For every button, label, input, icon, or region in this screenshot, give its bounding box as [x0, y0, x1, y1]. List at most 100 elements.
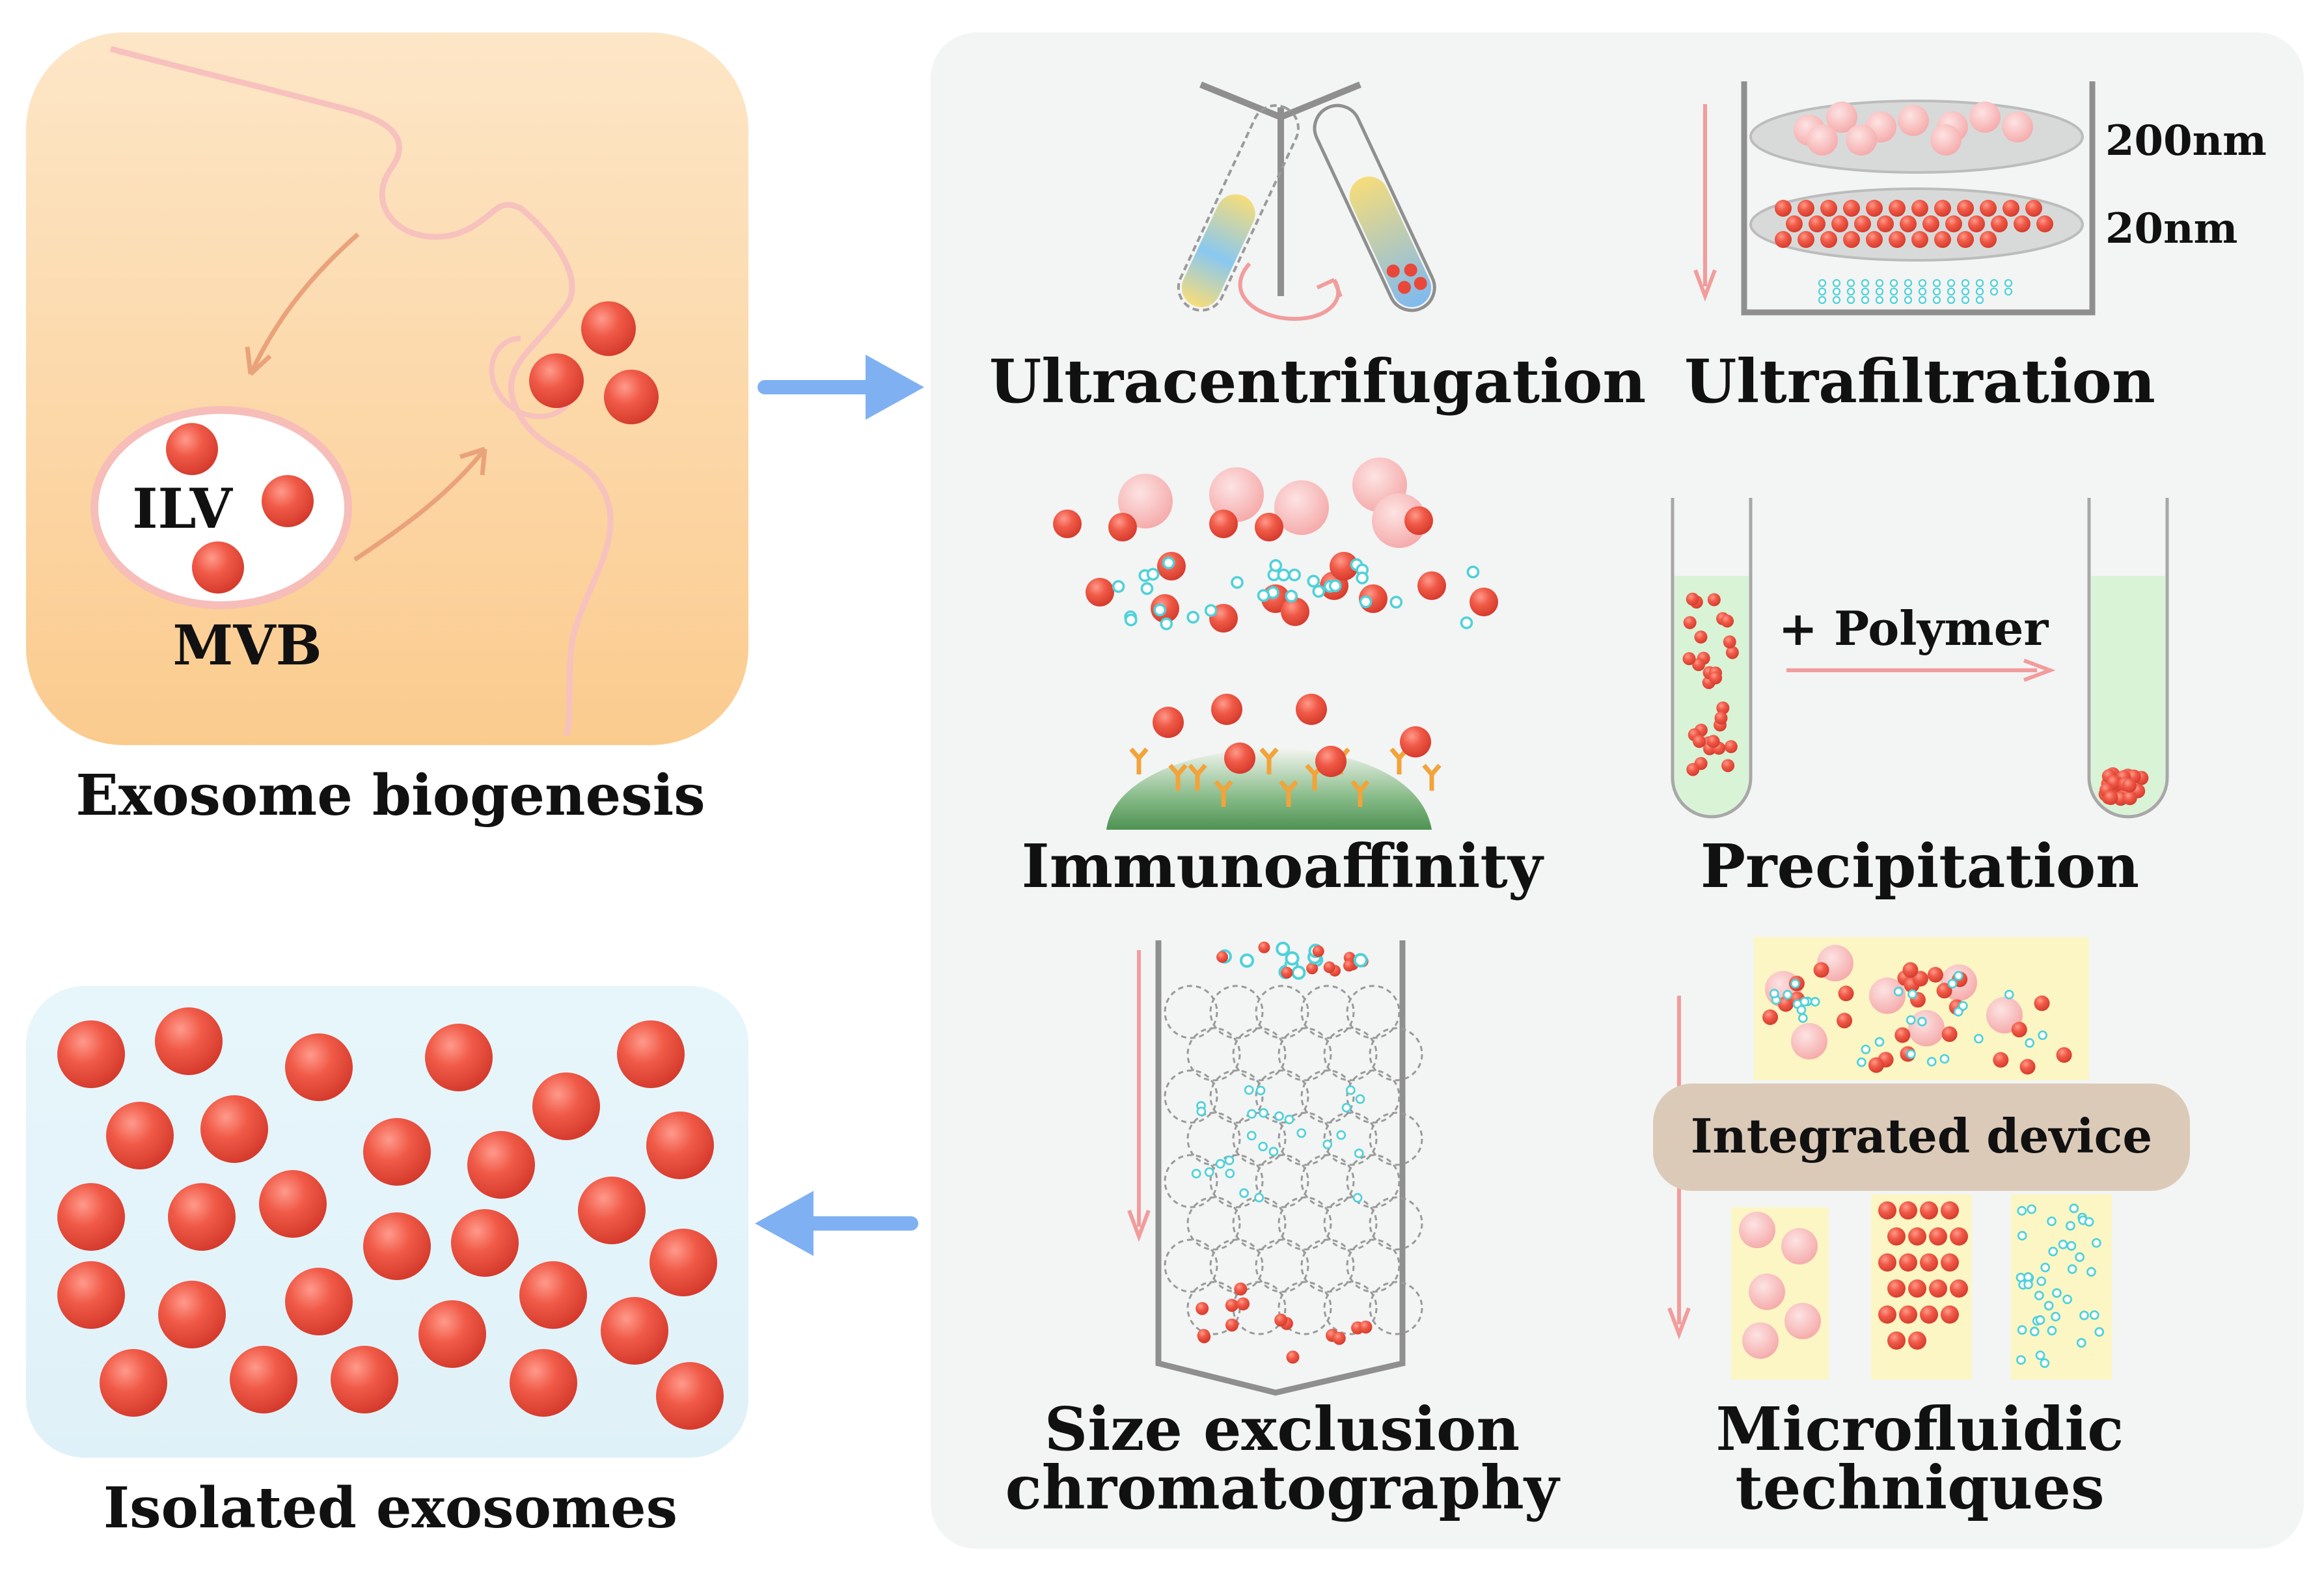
captured-exosome	[1315, 746, 1347, 777]
porous-bead	[1278, 1281, 1332, 1335]
small-particle	[1460, 616, 1473, 629]
small-particle	[2075, 1252, 2085, 1262]
small-particle	[2047, 1216, 2057, 1227]
exosome	[1950, 1227, 1968, 1246]
small-particle	[1953, 1007, 1963, 1017]
small-particle	[1973, 1033, 1984, 1044]
small-particle	[2079, 1310, 2089, 1320]
large-vesicle	[1898, 105, 1929, 136]
captured-exosome	[1153, 707, 1184, 738]
small-particle	[1215, 1159, 1225, 1169]
isolated-exosome	[418, 1300, 486, 1368]
ultracentrifugation-label: Ultracentrifugation	[989, 346, 1647, 416]
small-particle	[2044, 1300, 2054, 1311]
porous-bead	[1346, 1069, 1401, 1124]
small-particle	[1875, 295, 1884, 305]
small-particle	[1904, 279, 1913, 288]
exosome	[1929, 1227, 1947, 1246]
sample-particle	[1285, 951, 1300, 966]
exosome	[1866, 200, 1883, 217]
small-particle	[1953, 971, 1963, 981]
porous-bead	[1278, 1027, 1332, 1082]
exosome	[2034, 995, 2050, 1011]
exosome	[1686, 763, 1700, 776]
exosome	[1820, 200, 1837, 217]
exosome	[1831, 215, 1848, 232]
small-particle	[1989, 287, 1999, 296]
small-particle	[1975, 287, 1984, 296]
exosome	[1920, 1305, 1938, 1324]
antibody	[1214, 780, 1233, 807]
small-particle	[1918, 295, 1927, 305]
porous-bead	[1164, 985, 1218, 1039]
exosome	[1108, 513, 1137, 541]
large-vesicle	[1807, 124, 1838, 156]
isolated-exosome	[363, 1118, 431, 1186]
eluted-exosome	[1359, 1320, 1373, 1334]
small-particle	[1975, 295, 1984, 305]
sample-particle	[1276, 941, 1291, 957]
large-vesicle	[1869, 977, 1906, 1014]
exosome	[1887, 1279, 1906, 1298]
small-particle	[2023, 1279, 2033, 1290]
large-vesicle	[1791, 1023, 1827, 1059]
exosome	[1721, 614, 1734, 628]
small-particle	[1146, 567, 1160, 581]
small-particle	[1186, 610, 1199, 624]
small-particle	[1857, 1057, 1866, 1067]
exosome	[1686, 592, 1699, 606]
mvb-outline	[90, 406, 352, 609]
porous-bead	[1369, 1112, 1423, 1166]
small-particle	[1231, 576, 1244, 589]
exosome	[1889, 231, 1906, 248]
isolated-exosome	[363, 1212, 431, 1280]
ilv-vesicle	[192, 541, 244, 593]
small-particle	[2017, 1325, 2027, 1335]
exosome	[1693, 735, 1706, 748]
small-particle	[1947, 279, 1956, 288]
porous-bead	[1369, 1027, 1423, 1082]
isolated-exosome	[155, 1007, 223, 1075]
small-particle	[2004, 279, 2013, 288]
small-particle	[1244, 1085, 1254, 1095]
released-exosome	[581, 301, 636, 356]
small-particle	[1875, 279, 1884, 288]
exosome	[1968, 215, 1985, 232]
exosome	[1941, 1305, 1959, 1324]
small-particle	[2004, 989, 2014, 1000]
exosome	[1908, 1279, 1926, 1298]
microfluidic-label-line2: techniques	[1735, 1453, 2105, 1523]
exosome	[1330, 552, 1358, 580]
porous-bead	[1369, 1281, 1423, 1335]
small-particle	[1258, 1141, 1268, 1152]
exosome	[1980, 200, 1997, 217]
antibody	[1422, 763, 1442, 791]
exosome	[2014, 215, 2030, 232]
sample-particle	[1343, 959, 1355, 972]
exosome	[1716, 701, 1730, 715]
exosome	[1899, 1201, 1917, 1220]
precipitation-label: Precipitation	[1700, 831, 2140, 901]
small-particle	[1160, 617, 1173, 631]
small-particle	[2040, 1358, 2050, 1369]
small-particle	[1861, 295, 1870, 305]
exosome	[1878, 1253, 1896, 1272]
exosome	[1798, 231, 1814, 248]
exosome	[1941, 1201, 1959, 1220]
small-particle	[1356, 571, 1369, 584]
exosome	[1683, 616, 1697, 629]
exosome	[1945, 215, 1962, 232]
small-particle	[1259, 1108, 1268, 1118]
exosome	[1922, 215, 1939, 232]
small-particle	[1906, 1015, 1916, 1025]
sample-particle	[1306, 962, 1319, 975]
exosome	[1706, 735, 1720, 748]
exosome	[1854, 215, 1871, 232]
ilv-vesicle	[166, 423, 218, 475]
exosome	[1934, 200, 1951, 217]
isolated-exosome	[532, 1072, 600, 1140]
exosome	[1908, 1227, 1926, 1246]
exosome	[1929, 1279, 1947, 1298]
exosome	[1417, 571, 1446, 600]
exosome	[1809, 215, 1825, 232]
